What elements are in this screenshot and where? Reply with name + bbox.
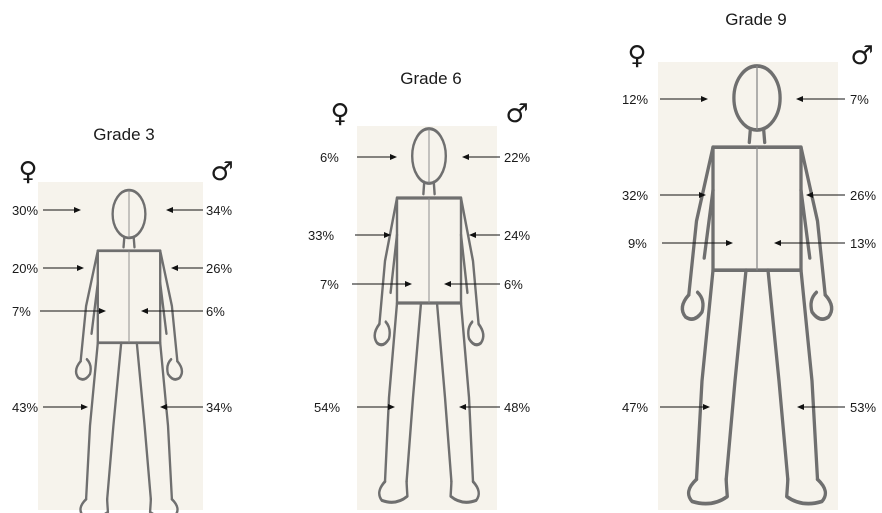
figure-background xyxy=(658,62,838,510)
label-head-female: 6% xyxy=(320,150,339,165)
label-head-male: 7% xyxy=(850,92,869,107)
arrowhead-icon xyxy=(166,207,173,213)
arrowhead-icon xyxy=(388,404,395,410)
arrowhead-icon xyxy=(405,281,412,287)
arrowhead-icon xyxy=(99,308,106,314)
label-leg-male: 48% xyxy=(504,400,530,415)
female-symbol-icon: ♀ xyxy=(627,41,646,71)
label-arm-female: 20% xyxy=(12,261,38,276)
female-symbol-icon: ♀ xyxy=(18,157,37,187)
arrowhead-icon xyxy=(77,265,84,271)
arrowhead-icon xyxy=(699,192,706,198)
arrowhead-icon xyxy=(726,240,733,246)
panel-grade-9: Grade 9 ♀ ♂ 12% 7% 32% 26% 9% 13% 47% 53… xyxy=(622,10,876,510)
label-torso-male: 13% xyxy=(850,236,876,251)
arrowhead-icon xyxy=(774,240,781,246)
label-head-female: 12% xyxy=(622,92,648,107)
panel-grade-3: Grade 3 ♀ ♂ 30% 34% 20% 26% 7% 6% 43% 34… xyxy=(12,125,234,513)
label-torso-male: 6% xyxy=(206,304,225,319)
label-arm-male: 26% xyxy=(850,188,876,203)
arrowhead-icon xyxy=(806,192,813,198)
arrowhead-icon xyxy=(384,232,391,238)
arrowhead-icon xyxy=(796,96,803,102)
label-leg-male: 53% xyxy=(850,400,876,415)
female-symbol-icon: ♀ xyxy=(330,99,349,129)
label-leg-female: 54% xyxy=(314,400,340,415)
arrowhead-icon xyxy=(701,96,708,102)
panel-title: Grade 3 xyxy=(93,125,154,144)
label-leg-female: 47% xyxy=(622,400,648,415)
label-torso-female: 9% xyxy=(628,236,647,251)
panel-title: Grade 6 xyxy=(400,69,461,88)
arrowhead-icon xyxy=(81,404,88,410)
label-leg-male: 34% xyxy=(206,400,232,415)
arrowhead-icon xyxy=(390,154,397,160)
panel-grade-6: Grade 6 ♀ ♂ 6% 22% 33% 24% 7% 6% 54% 48% xyxy=(308,69,530,510)
label-torso-female: 7% xyxy=(12,304,31,319)
arrowhead-icon xyxy=(160,404,167,410)
label-arm-male: 26% xyxy=(206,261,232,276)
arrowhead-icon xyxy=(74,207,81,213)
male-symbol-icon: ♂ xyxy=(210,157,233,187)
label-head-female: 30% xyxy=(12,203,38,218)
arrowhead-icon xyxy=(797,404,804,410)
arrowhead-icon xyxy=(459,404,466,410)
panel-title: Grade 9 xyxy=(725,10,786,29)
label-arm-female: 32% xyxy=(622,188,648,203)
male-symbol-icon: ♂ xyxy=(850,41,873,71)
arrowhead-icon xyxy=(444,281,451,287)
male-symbol-icon: ♂ xyxy=(505,99,528,129)
arrowhead-icon xyxy=(141,308,148,314)
label-head-male: 34% xyxy=(206,203,232,218)
label-torso-male: 6% xyxy=(504,277,523,292)
label-head-male: 22% xyxy=(504,150,530,165)
arrowhead-icon xyxy=(171,265,178,271)
arrowhead-icon xyxy=(462,154,469,160)
arrowhead-icon xyxy=(703,404,710,410)
label-arm-female: 33% xyxy=(308,228,334,243)
label-leg-female: 43% xyxy=(12,400,38,415)
label-torso-female: 7% xyxy=(320,277,339,292)
arrowhead-icon xyxy=(469,232,476,238)
label-arm-male: 24% xyxy=(504,228,530,243)
